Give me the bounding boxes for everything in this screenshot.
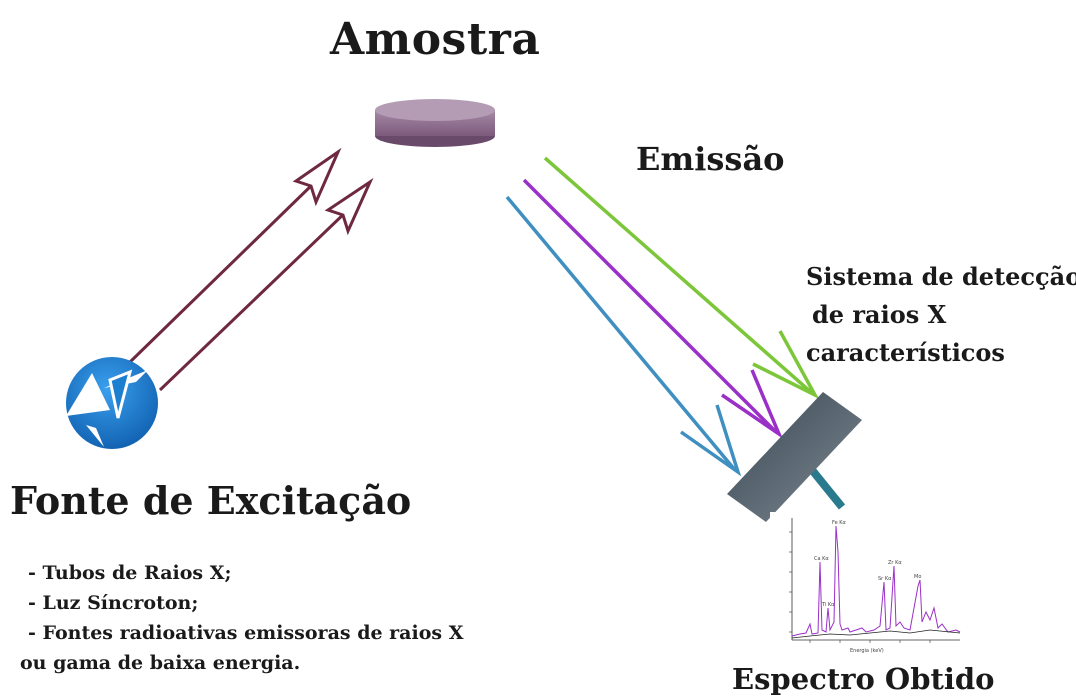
detector-label-line-3: característicos [806,338,1005,367]
spectrum-thumbnail: Fe Kα Ca Kα Zr Kα Sr Kα Ti Kα Mo Energia… [770,512,966,654]
svg-text:Fe Kα: Fe Kα [832,520,847,526]
svg-text:Ca Kα: Ca Kα [814,556,829,562]
svg-text:Ti Kα: Ti Kα [821,602,835,608]
svg-text:Zr Kα: Zr Kα [888,560,902,566]
sample-disc [375,99,495,147]
detector-label-line-2: de raios X [812,300,947,329]
detector-label: Sistema de detecção de raios X caracterí… [806,258,1076,372]
emission-arrow-purple [522,178,783,439]
svg-text:Energia (keV): Energia (keV) [850,648,884,654]
detector-label-line-1: Sistema de detecção [806,262,1076,291]
excitation-source [66,357,158,449]
spectrum-label: Espectro Obtido [732,662,995,696]
detector [727,392,862,522]
source-type-item: - Tubos de Raios X; [28,562,232,584]
svg-text:Mo: Mo [914,574,921,580]
emission-arrow-blue [505,195,742,477]
excitation-arrow-2 [158,177,374,392]
excitation-arrows [128,147,374,392]
sample-label: Amostra [330,14,541,65]
source-type-item: - Luz Síncroton; [28,592,199,614]
emission-arrow-green [543,156,820,400]
excitation-arrow-1 [128,147,342,364]
svg-text:Sr Kα: Sr Kα [878,576,892,582]
source-types-list: - Tubos de Raios X; - Luz Síncroton; - F… [20,558,464,678]
source-type-item: ou gama de baixa energia. [20,652,301,674]
source-label: Fonte de Excitação [10,478,412,523]
emission-label: Emissão [636,140,785,178]
source-type-item: - Fontes radioativas emissoras de raios … [28,622,464,644]
